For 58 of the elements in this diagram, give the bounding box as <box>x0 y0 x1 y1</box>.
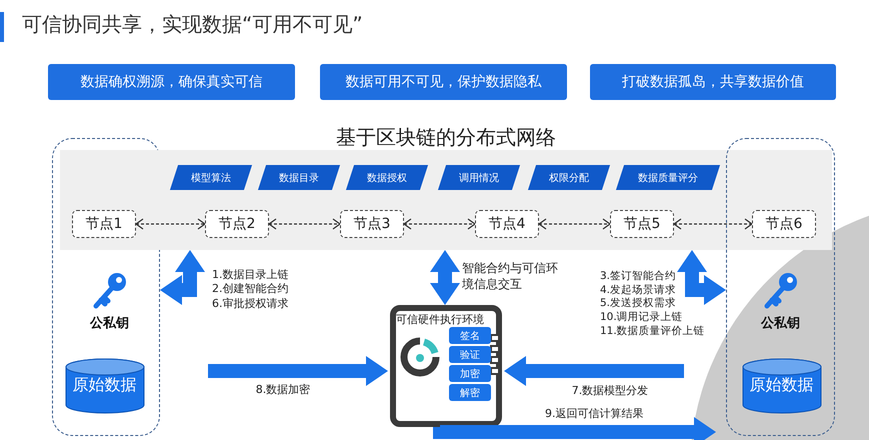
page-title: 可信协同共享，实现数据“可用不可见” <box>22 11 363 38</box>
thick-arrow <box>504 356 684 386</box>
thick-arrow <box>160 250 205 305</box>
edge-label: 7.数据模型分发 <box>570 384 650 398</box>
key-label: 公私钥 <box>760 314 801 332</box>
node-label: 节点3 <box>354 215 390 233</box>
database-label: 原始数据 <box>748 374 814 396</box>
node-label: 数据可用不可见，保护数据隐私 <box>346 73 542 91</box>
panel-title: 可信硬件执行环境 <box>396 312 484 327</box>
node-label: 数据授权 <box>367 172 407 184</box>
node-label: 解密 <box>460 386 480 400</box>
thick-arrow <box>677 250 726 305</box>
dashed-arrow <box>135 218 206 230</box>
node-label: 数据确权溯源，确保真实可信 <box>80 73 262 91</box>
blockchain-node <box>752 210 816 238</box>
dashed-arrow <box>538 218 611 230</box>
node-label: 打破数据孤岛，共享数据价值 <box>622 73 804 91</box>
node-label: 节点5 <box>624 215 660 233</box>
key-label: 公私钥 <box>88 314 130 332</box>
blockchain-node <box>72 210 136 238</box>
node-label: 节点6 <box>766 215 802 233</box>
dashed-arrow <box>268 218 341 230</box>
node-label: 加密 <box>460 368 480 380</box>
edge-label: 9.返回可信计算结果 <box>545 407 644 422</box>
panel-heading: 基于区块链的分布式网络 <box>335 124 557 151</box>
edge-label: 智能合约与可信环境信息交互 <box>462 261 559 292</box>
node-label: 验证 <box>460 348 480 362</box>
function-tag <box>449 365 491 382</box>
thick-arrow <box>433 417 716 440</box>
banner <box>590 64 836 100</box>
node-label: 权限分配 <box>549 172 589 184</box>
thick-arrow <box>430 250 460 305</box>
database-cylinder <box>742 358 822 414</box>
node-label: 签名 <box>460 330 480 342</box>
banner <box>320 64 567 100</box>
node-label: 节点2 <box>218 215 256 233</box>
node-label: 调用情况 <box>459 172 499 184</box>
trusted-hardware-panel <box>390 305 502 427</box>
function-tag <box>449 327 491 344</box>
banner <box>48 64 295 100</box>
node-label: 节点4 <box>488 215 526 233</box>
blockchain-node <box>610 210 674 238</box>
blockchain-node <box>340 210 404 238</box>
blockchain-node <box>205 210 269 238</box>
function-tag <box>449 384 491 401</box>
dashed-arrow <box>403 218 476 230</box>
dashed-arrow <box>673 218 753 230</box>
node-label: 模型算法 <box>191 172 231 184</box>
blockchain-node <box>475 210 539 238</box>
function-tag <box>449 346 491 363</box>
node-label: 节点1 <box>86 215 122 233</box>
edge-label: 1.数据目录上链 2.创建智能合约 6.审批授权请求 <box>212 268 290 311</box>
edge-label: 8.数据加密 <box>254 383 312 398</box>
database-cylinder <box>64 358 144 414</box>
thick-arrow <box>208 356 388 386</box>
database-label: 原始数据 <box>72 374 138 396</box>
node-label: 数据目录 <box>279 172 319 184</box>
node-label: 数据质量评分 <box>638 172 698 184</box>
